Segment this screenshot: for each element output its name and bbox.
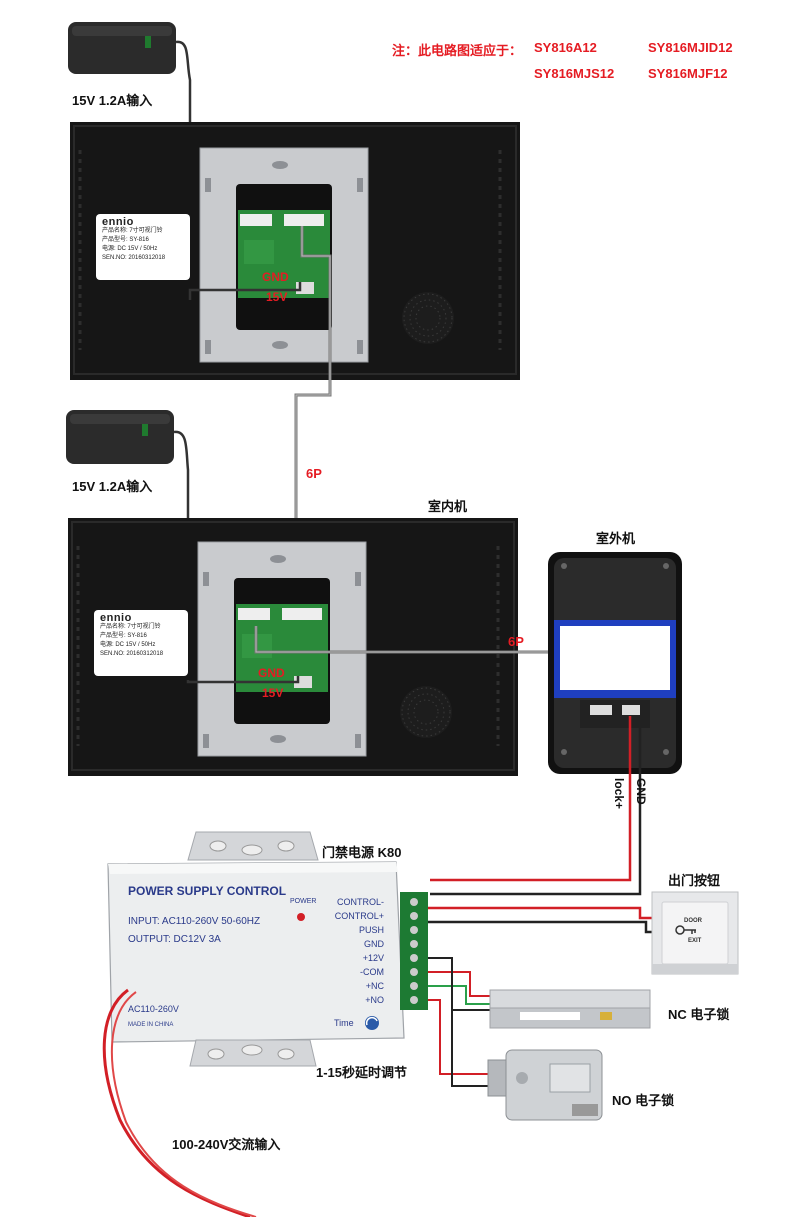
sticker-name: 产品名称: 7寸可视门铃 (102, 228, 163, 234)
note-model-1: SY816A12 (534, 40, 597, 55)
sticker-model: 产品型号: SY-816 (100, 633, 147, 639)
no-electric-lock (487, 1049, 603, 1121)
adapter-middle-label: 15V 1.2A输入 (72, 479, 153, 494)
sticker-serial: SEN.NO: 20160312018 (102, 255, 166, 261)
v15-label-top: 15V (266, 290, 288, 304)
outdoor-unit-label: 室外机 (596, 531, 636, 546)
power-adapter-middle (66, 410, 190, 680)
terminal-control-plus: CONTROL+ (334, 911, 384, 921)
note-model-3: SY816MJS12 (534, 66, 615, 81)
adapter-top-label: 15V 1.2A输入 (72, 93, 153, 108)
sticker-power: 电源: DC 15V / 50Hz (102, 246, 158, 252)
key-icon (675, 925, 696, 935)
note-model-4: SY816MJF12 (648, 66, 728, 81)
terminal-12v: +12V (362, 953, 384, 963)
gnd-wire (430, 716, 642, 896)
monitor-sticker-bottom: ennio 产品名称: 7寸可视门铃 产品型号: SY-816 电源: DC 1… (94, 610, 188, 676)
delay-adjust-label: 1-15秒延时调节 (316, 1065, 408, 1080)
psu-ac-label: AC110-260V (128, 1004, 179, 1014)
sticker-brand: ennio (100, 612, 132, 624)
no-lock-label: NO 电子锁 (612, 1093, 675, 1108)
terminal-control-minus: CONTROL- (337, 897, 384, 907)
psu-title: POWER SUPPLY CONTROL (128, 884, 287, 898)
nc-magnetic-lock (489, 989, 651, 1029)
lock-plus-wire (430, 716, 632, 882)
indoor-unit-label: 室内机 (428, 499, 468, 514)
monitor-sticker-top: ennio 产品名称: 7寸可视门铃 产品型号: SY-816 电源: DC 1… (96, 214, 190, 280)
lock-plus-label: lock+ (612, 778, 626, 810)
indoor-monitor-bottom (68, 518, 518, 776)
push-wire (428, 906, 654, 920)
cable-6p-vertical-label: 6P (306, 466, 322, 481)
psu-time-label: Time (334, 1018, 354, 1028)
outdoor-unit (548, 552, 682, 774)
nc-wire-green (428, 985, 492, 1005)
power-wire-top (188, 282, 302, 300)
psu-output: OUTPUT: DC12V 3A (128, 934, 221, 945)
cable-6p-horizontal-label: 6P (508, 634, 524, 649)
sticker-name: 产品名称: 7寸可视门铃 (100, 624, 161, 630)
psu-made-in: MADE IN CHINA (128, 1022, 174, 1028)
sticker-brand: ennio (102, 216, 134, 228)
terminal-no: +NO (365, 995, 384, 1005)
sticker-serial: SEN.NO: 20160312018 (100, 651, 164, 657)
gnd-label-outdoor: GND (634, 778, 648, 805)
no-wire-black (451, 1010, 494, 1087)
power-supply-k80 (107, 831, 428, 1067)
exit-plate-door: DOOR (684, 918, 702, 924)
terminal-push: PUSH (358, 925, 384, 935)
nc-lock-label: NC 电子锁 (668, 1007, 730, 1022)
terminal-nc: +NC (365, 981, 384, 991)
nc-wire-red (428, 971, 492, 997)
exit-plate-exit: EXIT (688, 938, 702, 944)
gnd-label-bottom: GND (258, 666, 285, 680)
terminal-com: -COM (360, 967, 384, 977)
ac-input-label: 100-240V交流输入 (172, 1137, 281, 1152)
power-led-label: POWER (290, 898, 317, 905)
power-adapter-top (68, 22, 192, 300)
nc-wire-black (428, 957, 492, 1011)
exit-button-label: 出门按钮 (668, 873, 721, 888)
exit-button (651, 891, 739, 975)
terminal-gnd: GND (364, 939, 384, 949)
sticker-power: 电源: DC 15V / 50Hz (100, 642, 156, 648)
exit-gnd-wire (428, 920, 654, 934)
note-prefix: 注：此电路图适应于： (392, 43, 523, 58)
ac-wire-2 (110, 991, 257, 1217)
ac-wire-1 (102, 988, 251, 1217)
sticker-model: 产品型号: SY-816 (102, 237, 149, 243)
note-model-2: SY816MJID12 (648, 40, 733, 55)
psu-header: 门禁电源 K80 (322, 845, 402, 860)
psu-input: INPUT: AC110-260V 50-60HZ (128, 916, 261, 927)
power-wire-bottom (186, 676, 300, 684)
v15-label-bottom: 15V (262, 686, 284, 700)
gnd-label-top: GND (262, 270, 289, 284)
no-wire-red (428, 999, 494, 1075)
